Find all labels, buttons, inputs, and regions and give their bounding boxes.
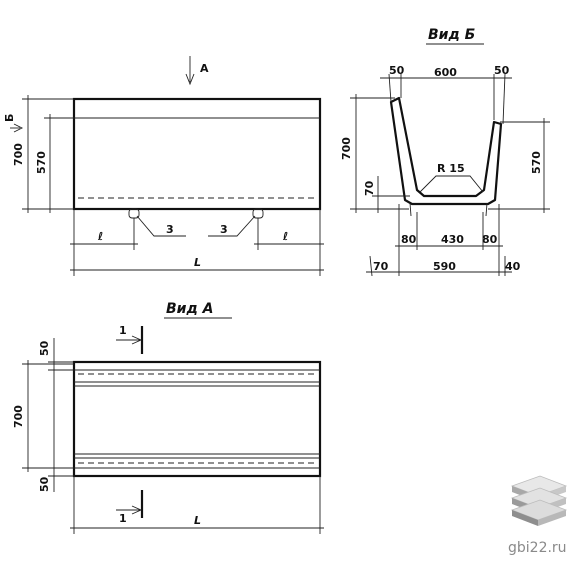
view-a-dim-length: L [194,514,201,527]
view-b-arrow: Б [3,114,24,133]
view-a-body [72,360,322,478]
section-label-top: 1 [119,324,127,337]
view-a-length-dim: L [70,476,324,534]
front-height-inner: 570 [35,151,48,174]
view-b-dim-bottom-offset: 70 [363,180,376,196]
front-view: А Б 700 570 ℓ ℓ 3 [3,56,324,276]
view-a-dim-inner-width: 700 [12,405,25,428]
front-view-body [72,97,322,211]
view-a-title: Вид А [166,301,214,317]
view-b-dim-top-left-wall: 50 [389,64,405,77]
tray-foot-right [485,202,488,217]
view-b-dim-left-overhang: 70 [373,260,389,273]
view-b-title: Вид Б [428,27,475,43]
watermark: gbi22.ru [508,475,568,556]
view-a-dim-wall-bottom: 50 [38,476,51,492]
view-b-dim-height-total: 700 [340,137,353,160]
tray-foot-left [409,202,412,217]
view-b-dim-height-inner: 570 [530,151,543,174]
view-a-width-dims: 50 700 50 [12,338,74,492]
watermark-text: gbi22.ru [508,540,567,556]
view-b-bottom-dims: 80 430 80 70 590 40 [366,204,521,277]
loop-label-right: 3 [220,223,228,236]
section-label-bottom: 1 [119,512,127,525]
section-mark-top: 1 [116,324,144,354]
stacked-slabs-icon [510,475,568,526]
view-b-dim-right-overhang: 40 [505,260,521,273]
view-b-radius: R 15 [419,162,484,193]
view-b-height-dims: 700 70 [340,94,410,213]
view-a: Вид А 1 1 [12,301,324,534]
tray-cross-section [389,96,503,206]
view-a-arrow: А [185,56,209,86]
view-b-arrow-label: Б [3,114,16,122]
view-b-dim-base-width: 590 [433,260,456,273]
front-dim-length: L [194,256,201,269]
section-mark-bottom: 1 [116,490,144,525]
view-b-dim-top-right-wall: 50 [494,64,510,77]
view-b: Вид Б 50 600 50 700 70 [340,27,550,277]
front-height-total: 700 [12,143,25,166]
view-b-radius-label: R 15 [437,162,465,175]
front-dim-side-right: ℓ [282,230,288,243]
front-dim-side-left: ℓ [97,230,103,243]
view-b-top-dims: 50 600 50 [380,64,512,125]
view-b-dim-bottom-inner: 430 [441,233,464,246]
view-b-right-dims: 570 [488,118,550,213]
front-view-height-dims: 700 570 [12,95,74,213]
view-b-dim-bottom-right-foot: 80 [482,233,498,246]
view-a-dim-wall-top: 50 [38,340,51,356]
view-b-dim-bottom-left-foot: 80 [401,233,417,246]
view-b-dim-top-inner: 600 [434,66,457,79]
loop-label-left: 3 [166,223,174,236]
front-view-loop-dims: ℓ ℓ 3 3 L [70,209,324,276]
view-a-arrow-label: А [200,62,209,75]
